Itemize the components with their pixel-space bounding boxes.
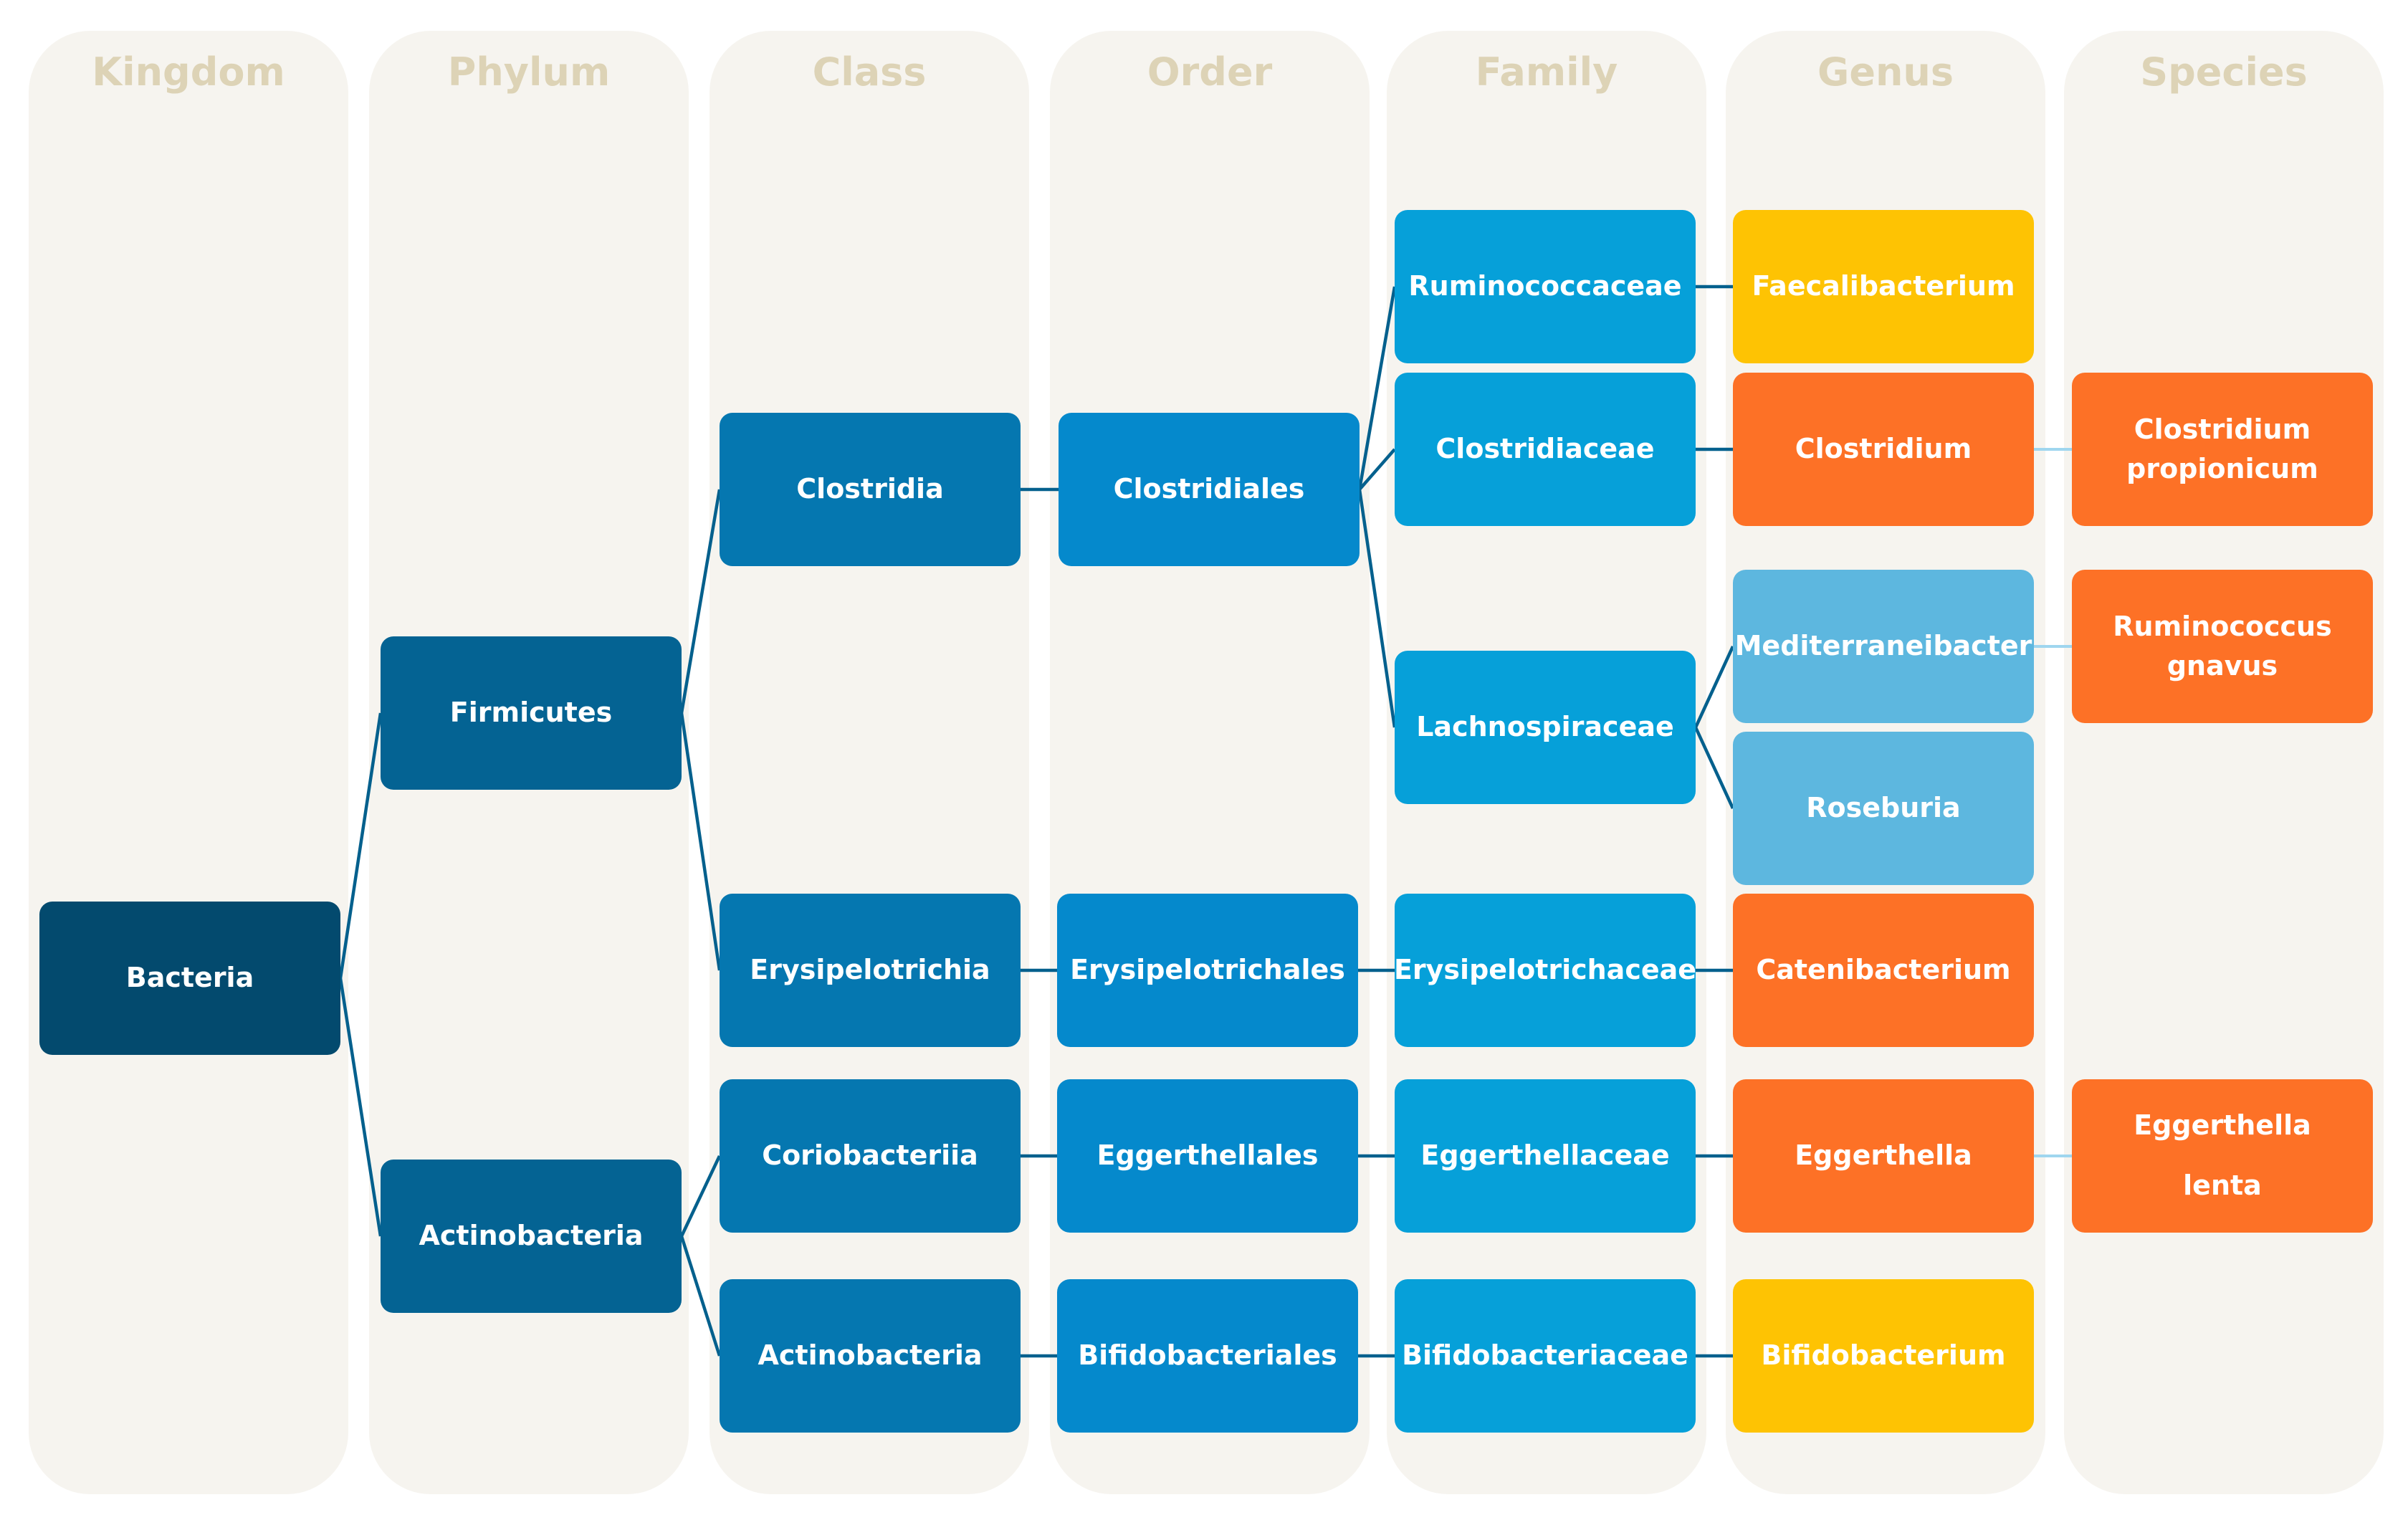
node-eggerthella[interactable]: Eggerthella bbox=[1733, 1079, 2034, 1233]
connector-clostridiales-to-clostridiaceae bbox=[1358, 448, 1396, 491]
node-erysipelotrichia[interactable]: Erysipelotrichia bbox=[720, 894, 1021, 1047]
column-header-family: Family bbox=[1475, 49, 1618, 95]
column-class: Class bbox=[710, 31, 1029, 1494]
column-header-order: Order bbox=[1147, 49, 1273, 95]
node-clostridium-propionicum[interactable]: Clostridium propionicum bbox=[2072, 373, 2373, 526]
node-bifidobacterium[interactable]: Bifidobacterium bbox=[1733, 1279, 2034, 1433]
node-ruminococcaceae[interactable]: Ruminococcaceae bbox=[1395, 210, 1696, 363]
column-header-phylum: Phylum bbox=[447, 49, 611, 95]
node-bifidobacteriaceae[interactable]: Bifidobacteriaceae bbox=[1395, 1279, 1696, 1433]
connector-actinobacteria_phylum-to-actinobacteria_class bbox=[679, 1235, 722, 1357]
node-ruminococcus-gnavus[interactable]: Ruminococcus gnavus bbox=[2072, 570, 2373, 723]
connector-clostridiales-to-lachnospiraceae bbox=[1357, 489, 1397, 728]
node-lachnospiraceae[interactable]: Lachnospiraceae bbox=[1395, 651, 1696, 804]
node-mediterraneibacter[interactable]: Mediterraneibacter bbox=[1733, 570, 2034, 723]
connector-bacteria-to-firmicutes bbox=[338, 712, 383, 979]
node-clostridiaceae[interactable]: Clostridiaceae bbox=[1395, 373, 1696, 526]
node-actinobacteria-phylum[interactable]: Actinobacteria bbox=[381, 1160, 682, 1313]
node-firmicutes[interactable]: Firmicutes bbox=[381, 636, 682, 790]
node-eggerthellaceae[interactable]: Eggerthellaceae bbox=[1395, 1079, 1696, 1233]
connector-bacteria-to-actinobacteria_phylum bbox=[338, 978, 383, 1237]
column-header-species: Species bbox=[2140, 49, 2308, 95]
node-bacteria[interactable]: Bacteria bbox=[39, 902, 340, 1055]
column-header-class: Class bbox=[812, 49, 927, 95]
node-catenibacterium[interactable]: Catenibacterium bbox=[1733, 894, 2034, 1047]
node-erysipelotrichaceae[interactable]: Erysipelotrichaceae bbox=[1394, 894, 1696, 1047]
node-clostridiales[interactable]: Clostridiales bbox=[1059, 413, 1360, 566]
connector-lachnospiraceae-to-mediterraneibacter bbox=[1693, 646, 1735, 728]
node-clostridia[interactable]: Clostridia bbox=[720, 413, 1021, 566]
node-coriobacteriia[interactable]: Coriobacteriia bbox=[720, 1079, 1021, 1233]
connector-lachnospiraceae-to-roseburia bbox=[1693, 727, 1735, 809]
node-eggerthellales[interactable]: Eggerthellales bbox=[1057, 1079, 1358, 1233]
column-order: Order bbox=[1050, 31, 1370, 1494]
connector-clostridiales-to-ruminococcaceae bbox=[1357, 286, 1397, 490]
column-header-genus: Genus bbox=[1817, 49, 1954, 95]
node-bifidobacteriales[interactable]: Bifidobacteriales bbox=[1057, 1279, 1358, 1433]
node-clostridium[interactable]: Clostridium bbox=[1733, 373, 2034, 526]
column-kingdom: Kingdom bbox=[29, 31, 348, 1494]
node-actinobacteria-class[interactable]: Actinobacteria bbox=[720, 1279, 1021, 1433]
connector-firmicutes-to-clostridia bbox=[679, 489, 722, 714]
node-roseburia[interactable]: Roseburia bbox=[1733, 732, 2034, 885]
column-species: Species bbox=[2064, 31, 2384, 1494]
node-eggerthella-lenta[interactable]: Eggerthella lenta bbox=[2072, 1079, 2373, 1233]
column-header-kingdom: Kingdom bbox=[92, 49, 285, 95]
connector-actinobacteria_phylum-to-coriobacteriia bbox=[679, 1155, 722, 1237]
node-erysipelotrichales[interactable]: Erysipelotrichales bbox=[1057, 894, 1358, 1047]
connector-firmicutes-to-erysipelotrichia bbox=[679, 712, 722, 971]
node-faecalibacterium[interactable]: Faecalibacterium bbox=[1733, 210, 2034, 363]
